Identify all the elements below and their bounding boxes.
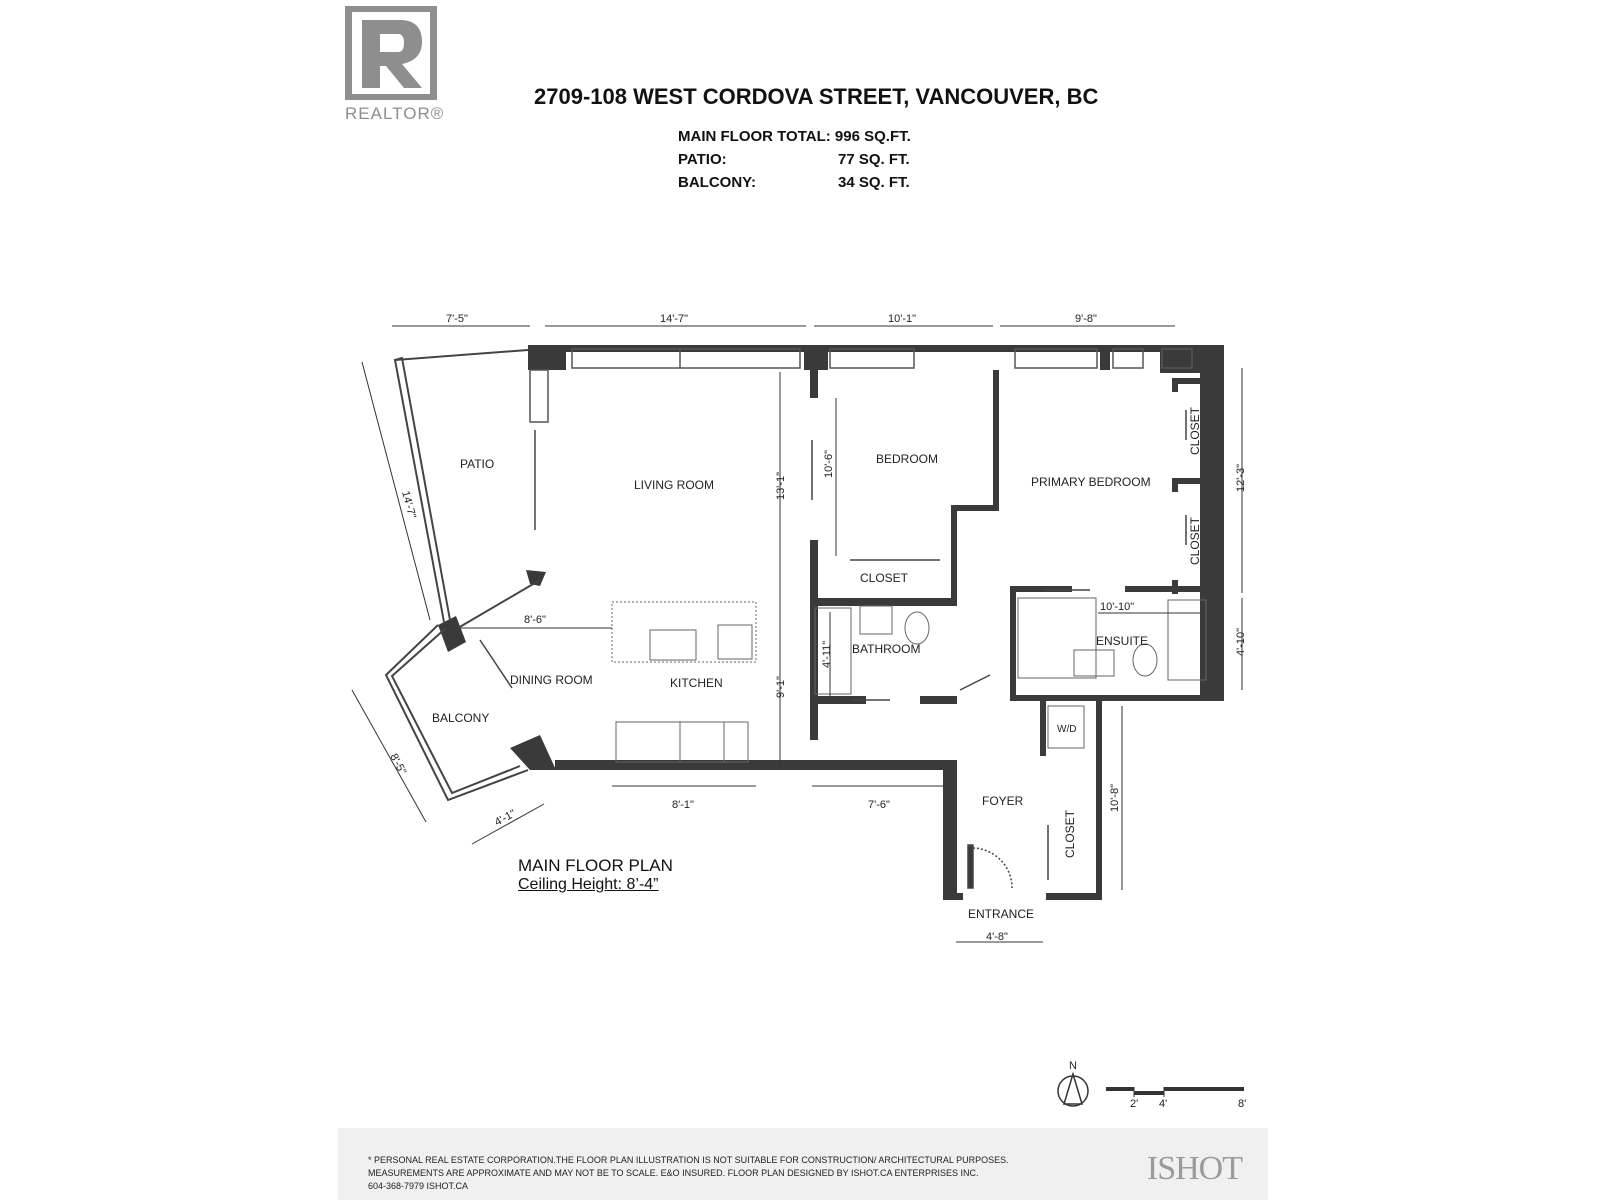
room-label-balcony: BALCONY: [432, 711, 489, 725]
room-label-foyer: FOYER: [982, 794, 1024, 808]
fixtures: [611, 597, 1207, 763]
room-label-kitchen: KITCHEN: [670, 676, 723, 690]
room-label-living-room: LIVING ROOM: [634, 478, 714, 492]
room-label-patio: PATIO: [460, 457, 494, 471]
room-label-entrance: ENTRANCE: [968, 907, 1034, 921]
dim-bathroom-height: 4'-11": [821, 641, 833, 668]
outdoor-outlines: [384, 349, 541, 802]
north-arrow: N: [1057, 1060, 1089, 1107]
dim-kitchen-height: 9'-1": [775, 676, 787, 698]
dim-dining-width: 8'-6": [524, 614, 546, 626]
plan-title: MAIN FLOOR PLAN: [518, 856, 673, 875]
patio-area-label: PATIO:: [678, 151, 727, 168]
realtor-logo-mark: [345, 6, 437, 100]
ceiling-height: Ceiling Height: 8’-4”: [518, 876, 659, 893]
dim-hall-bottom: 7'-6": [868, 799, 890, 811]
room-label-primary-bedroom: PRIMARY BEDROOM: [1031, 475, 1151, 489]
room-label-bedroom: BEDROOM: [876, 452, 938, 466]
dim-foyer-height: 10'-8": [1109, 784, 1121, 812]
room-label-closet-primary-1: CLOSET: [1188, 406, 1202, 455]
dim-kitchen-bottom: 8'-1": [672, 799, 694, 811]
dim-bedroom-height: 10'-6": [823, 450, 835, 478]
scale-tick-2: 2': [1130, 1098, 1138, 1110]
dim-balcony-side: 8'-5": [387, 752, 408, 777]
dim-ensuite-width: 10'-10": [1100, 601, 1134, 613]
room-label-ensuite: ENSUITE: [1096, 634, 1148, 648]
scale-tick-4: 4': [1159, 1098, 1167, 1110]
balcony-area-label: BALCONY:: [678, 174, 757, 191]
footer: * PERSONAL REAL ESTATE CORPORATION.THE F…: [338, 1128, 1268, 1200]
footer-line-3: 604-368-7979 ISHOT.CA: [368, 1181, 469, 1191]
room-label-bathroom: BATHROOM: [852, 642, 920, 656]
footer-line-1: * PERSONAL REAL ESTATE CORPORATION.THE F…: [368, 1155, 1009, 1165]
room-label-closet-primary-2: CLOSET: [1188, 516, 1202, 565]
scale-bar: 2' 4' 8': [1106, 1087, 1246, 1110]
realtor-logo: REALTOR®: [345, 6, 445, 126]
patio-area-value: 77 SQ. FT.: [838, 151, 910, 168]
area-summary: MAIN FLOOR TOTAL: 996 SQ.FT. PATIO: 77 SQ…: [678, 128, 938, 197]
dim-primary-height: 12'-3": [1235, 464, 1247, 492]
room-label-dining-room: DINING ROOM: [510, 673, 593, 687]
scale-tick-8: 8': [1238, 1098, 1246, 1110]
walls: [438, 345, 1224, 900]
balcony-area-value: 34 SQ. FT.: [838, 174, 910, 191]
north-arrow-label: N: [1069, 1060, 1077, 1072]
letter-r-icon: [362, 20, 422, 88]
dim-top-3: 10'-1": [888, 313, 916, 325]
dim-top-1: 7'-5": [446, 313, 468, 325]
main-floor-total: MAIN FLOOR TOTAL: 996 SQ.FT.: [678, 128, 911, 145]
doors: [479, 410, 1187, 889]
page-title: 2709-108 WEST CORDOVA STREET, VANCOUVER,…: [534, 84, 1099, 109]
ishot-logo: ISHOT: [1146, 1150, 1243, 1187]
room-label-closet-foyer: CLOSET: [1063, 809, 1077, 858]
realtor-logo-text: REALTOR®: [345, 104, 445, 123]
footer-line-2: MEASUREMENTS ARE APPROXIMATE AND MAY NOT…: [368, 1168, 979, 1178]
dim-ensuite-height: 4'-10": [1235, 628, 1247, 656]
dim-entrance-width: 4'-8": [986, 931, 1008, 943]
dim-top-4: 9'-8": [1075, 313, 1097, 325]
windows: [529, 348, 1193, 423]
room-label-wd: W/D: [1057, 724, 1076, 735]
dimension-lines: [351, 325, 1243, 943]
dim-top-2: 14'-7": [660, 313, 688, 325]
room-label-closet-bedroom: CLOSET: [860, 571, 909, 585]
dim-living-height: 13'-1": [775, 472, 787, 500]
footer-disclaimer: * PERSONAL REAL ESTATE CORPORATION.THE F…: [368, 1154, 1068, 1193]
